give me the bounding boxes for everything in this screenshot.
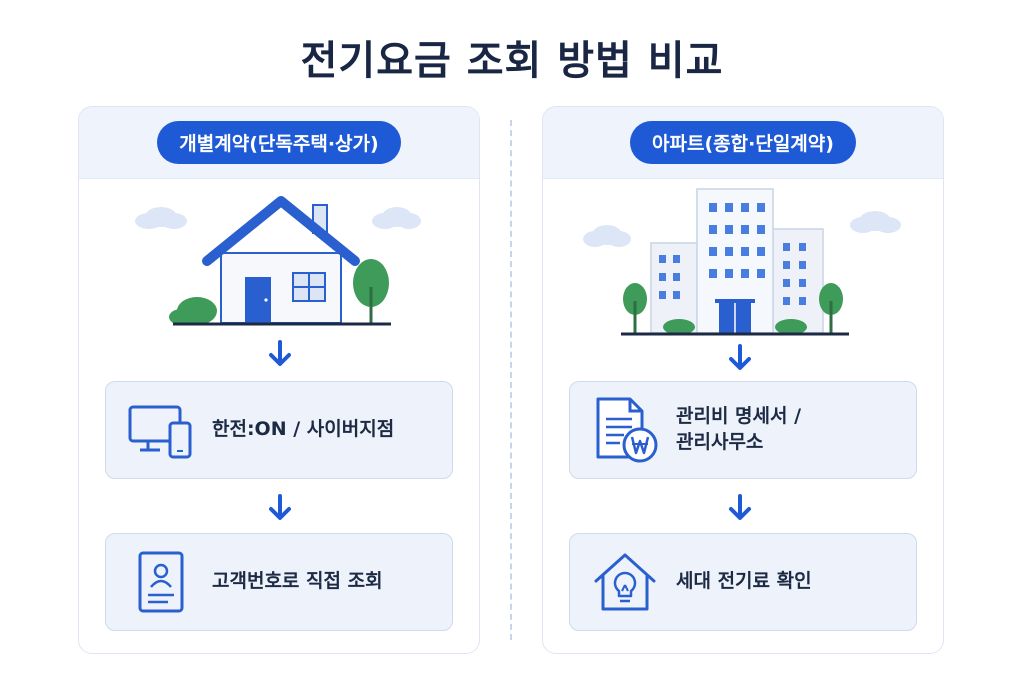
down-arrow-icon	[265, 493, 295, 523]
management-fee-step: 관리비 명세서 / 관리사무소	[569, 381, 917, 479]
individual-contract-panel: 개별계약(단독주택·상가)	[78, 106, 480, 654]
cloud-icon	[135, 207, 421, 229]
customer-number-step: 고객번호로 직접 조회	[105, 533, 453, 631]
individual-contract-label: 개별계약(단독주택·상가)	[157, 121, 401, 164]
apartment-contract-panel: 아파트(종합·단일계약)	[542, 106, 944, 654]
step-label: 세대 전기료 확인	[676, 570, 812, 593]
center-divider	[510, 120, 512, 640]
page-title: 전기요금 조회 방법 비교	[300, 38, 724, 84]
step-label-line: 관리사무소	[676, 431, 764, 453]
bill-document-icon	[590, 395, 660, 465]
apartment-illustration	[583, 188, 901, 336]
step-label: 관리비 명세서 / 관리사무소	[676, 404, 801, 455]
step-label: 고객번호로 직접 조회	[212, 570, 383, 593]
customer-card-icon	[126, 547, 196, 617]
house-bulb-icon	[590, 547, 660, 617]
down-arrow-icon	[265, 339, 295, 369]
household-bill-step: 세대 전기료 확인	[569, 533, 917, 631]
down-arrow-icon	[725, 493, 755, 523]
panel-header: 개별계약(단독주택·상가)	[79, 107, 479, 179]
step-label: 한전:ON / 사이버지점	[212, 418, 395, 441]
step-label-line: 관리비 명세서 /	[676, 405, 802, 428]
cloud-icon	[583, 211, 901, 247]
down-arrow-icon	[725, 343, 755, 373]
house-illustration	[135, 196, 421, 326]
panel-header: 아파트(종합·단일계약)	[543, 107, 943, 179]
online-lookup-step: 한전:ON / 사이버지점	[105, 381, 453, 479]
monitor-phone-icon	[126, 395, 196, 465]
apartment-contract-label: 아파트(종합·단일계약)	[630, 121, 856, 164]
